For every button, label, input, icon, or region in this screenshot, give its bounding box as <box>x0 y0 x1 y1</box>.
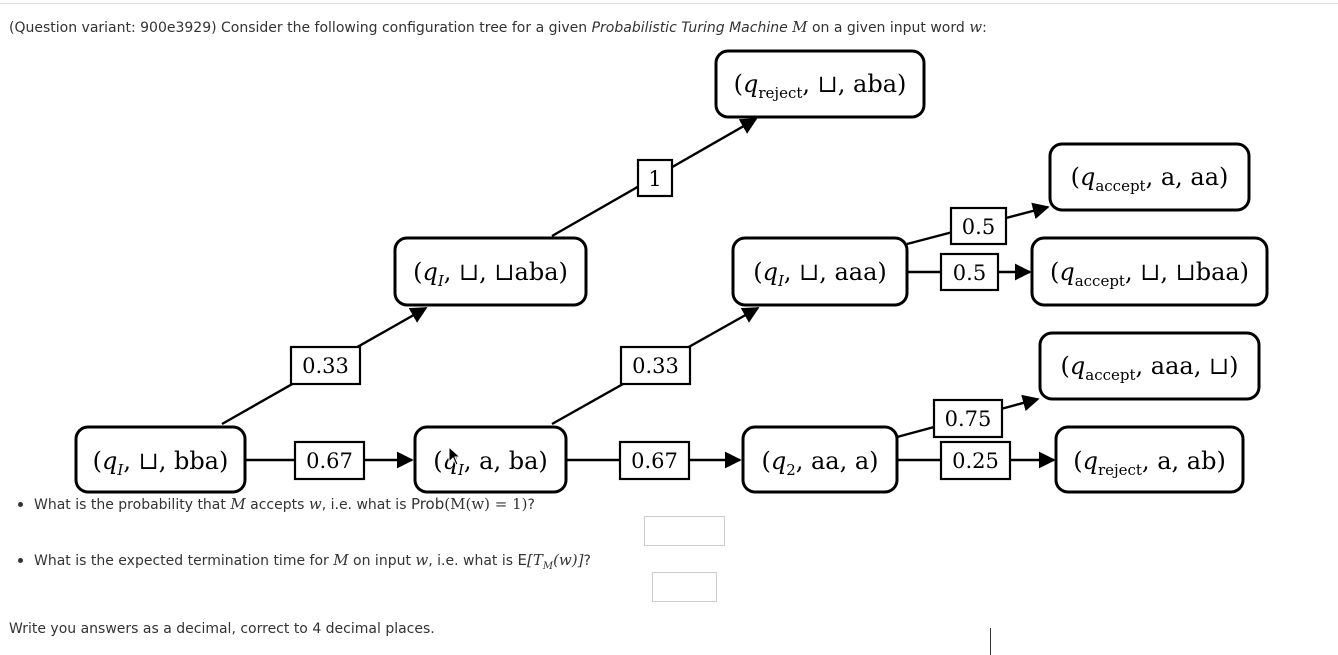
label-aaa-acc1: 0.5 <box>949 206 1008 246</box>
node-q2: (q2, aa, a) <box>741 425 899 494</box>
node-up: (qI, ⊔, ⊔aba) <box>393 236 588 307</box>
svg-text:0.75: 0.75 <box>945 407 992 431</box>
label-mid-aaa: 0.33 <box>619 345 692 386</box>
question-emphasis: Probabilistic Turing Machine <box>591 20 788 36</box>
node-mid: (qI, a, ba) <box>413 425 568 494</box>
node-reject-2: (qreject, a, ab) <box>1054 425 1245 494</box>
label-aaa-acc2: 0.5 <box>939 252 1000 292</box>
svg-text:1: 1 <box>648 167 661 191</box>
node-accept-1: (qaccept, a, aa) <box>1048 142 1251 212</box>
svg-text:(q2, aa, a): (q2, aa, a) <box>761 447 878 479</box>
bullet-icon <box>18 501 23 507</box>
question-prompt: (Question variant: 900e3929) Consider th… <box>9 18 987 36</box>
instructions-note: Write you answers as a decimal, correct … <box>9 621 435 637</box>
svg-text:0.25: 0.25 <box>952 449 999 473</box>
node-qaaa: (qI, ⊔, aaa) <box>731 236 909 307</box>
svg-text:(qI, ⊔, aaa): (qI, ⊔, aaa) <box>753 258 887 290</box>
label-mid-q2: 0.67 <box>618 440 691 481</box>
svg-text:0.67: 0.67 <box>306 449 353 473</box>
question-item-expected-time: What is the expected termination time fo… <box>18 551 591 572</box>
svg-text:0.5: 0.5 <box>962 215 995 239</box>
svg-text:(qI, ⊔, bba): (qI, ⊔, bba) <box>93 447 229 479</box>
svg-text:(qI, ⊔, ⊔aba): (qI, ⊔, ⊔aba) <box>413 258 568 290</box>
edge-labels: 0.33 0.67 1 0.33 0.67 0.5 0.5 0.75 <box>289 158 1012 481</box>
label-root-up: 0.33 <box>289 345 362 386</box>
node-reject-1: (qreject, ⊔, aba) <box>714 49 926 119</box>
top-divider <box>0 3 1338 4</box>
node-root: (qI, ⊔, bba) <box>74 425 247 494</box>
label-q2-acc3: 0.75 <box>932 398 1004 439</box>
svg-text:0.5: 0.5 <box>953 261 986 285</box>
svg-text:0.33: 0.33 <box>632 354 679 378</box>
bullet-icon <box>18 557 23 563</box>
node-accept-3: (qaccept, aaa, ⊔) <box>1038 331 1261 401</box>
svg-text:0.67: 0.67 <box>631 449 678 473</box>
node-accept-2: (qaccept, ⊔, ⊔baa) <box>1030 236 1269 307</box>
svg-text:(qreject, a, ab): (qreject, a, ab) <box>1073 447 1226 479</box>
svg-text:0.33: 0.33 <box>302 354 349 378</box>
label-root-mid: 0.67 <box>293 440 366 481</box>
configuration-tree: 0.33 0.67 1 0.33 0.67 0.5 0.5 0.75 <box>74 49 1269 494</box>
label-q2-reject: 0.25 <box>939 440 1012 481</box>
question-item-probability: What is the probability that M accepts w… <box>18 495 535 513</box>
tree-nodes: (qI, ⊔, bba) (qI, ⊔, ⊔aba) (qI, a, ba) (… <box>74 49 1269 494</box>
probability-answer-input[interactable] <box>644 516 725 546</box>
text-cursor <box>990 628 991 655</box>
label-up-reject: 1 <box>636 158 674 198</box>
svg-text:(qaccept, a, aa): (qaccept, a, aa) <box>1071 163 1229 195</box>
mouse-pointer-icon <box>448 446 462 466</box>
expected-time-answer-input[interactable] <box>652 572 717 602</box>
